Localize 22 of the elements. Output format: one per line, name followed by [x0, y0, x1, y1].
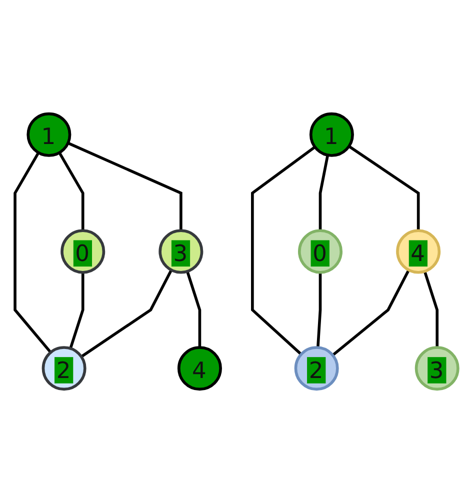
node-circle: 0 — [60, 229, 106, 274]
connector — [80, 269, 173, 358]
node-circle: 4 — [396, 229, 441, 274]
connector — [58, 152, 84, 231]
node-circle: 3 — [414, 346, 460, 391]
node-circle: 2 — [294, 346, 339, 391]
connector — [251, 146, 316, 356]
connector — [14, 152, 52, 354]
node-circle: 4 — [177, 346, 222, 391]
connector — [186, 270, 202, 348]
connector — [423, 270, 439, 348]
connector — [332, 269, 410, 356]
connector — [67, 142, 182, 231]
node-circle: 1 — [309, 112, 354, 157]
node-circle: 0 — [298, 229, 343, 274]
connector — [348, 145, 420, 231]
node-circle: 3 — [158, 229, 204, 274]
connector — [69, 272, 84, 349]
connector — [316, 272, 322, 348]
node-circle: 1 — [26, 112, 72, 157]
node-circle: 2 — [42, 346, 86, 391]
connector — [318, 154, 330, 231]
